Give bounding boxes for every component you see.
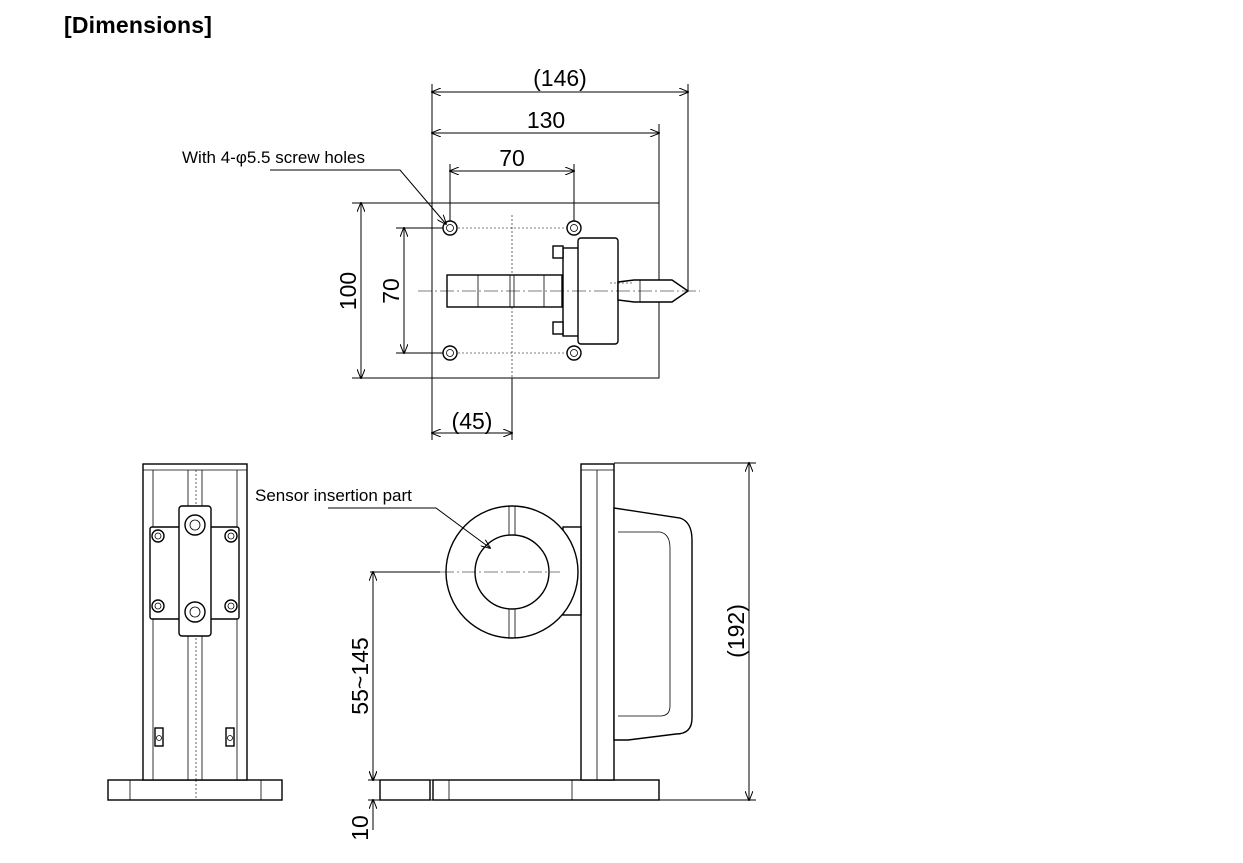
side-view: Sensor insertion part 55~145 10 (192)	[255, 463, 756, 841]
dim-offset: (45)	[452, 408, 493, 434]
top-column	[562, 247, 580, 337]
screw-hole	[151, 529, 165, 543]
front-view	[107, 463, 283, 801]
screw-hole	[442, 345, 458, 361]
front-base	[107, 779, 283, 801]
screw-hole	[566, 345, 582, 361]
bolt-head	[184, 514, 206, 536]
front-slider	[178, 505, 212, 637]
dim-overall: (146)	[533, 65, 587, 91]
top-view: (146) 130 70 With 4-φ5.5 screw holes 100…	[182, 65, 700, 440]
page-title: [Dimensions]	[64, 12, 213, 38]
screw-hole	[566, 220, 582, 236]
screw-hole	[224, 529, 238, 543]
note-screw-holes: With 4-φ5.5 screw holes	[182, 148, 365, 167]
side-handle	[613, 507, 693, 741]
dim-base: 10	[347, 815, 373, 841]
screw-hole	[151, 599, 165, 613]
dim-hole-spacing-y: 70	[378, 278, 404, 304]
screw-hole	[224, 599, 238, 613]
bolt-head	[184, 601, 206, 623]
side-base-left	[379, 779, 431, 801]
dim-hole-spacing-x: 70	[499, 145, 525, 171]
dim-height: (192)	[723, 604, 749, 658]
note-sensor-insertion: Sensor insertion part	[255, 486, 412, 505]
leader-screw-holes	[270, 169, 446, 224]
dim-plate-width: 130	[527, 107, 565, 133]
side-column	[580, 463, 615, 781]
side-base	[432, 779, 660, 801]
dim-plate-height: 100	[335, 272, 361, 310]
dim-range: 55~145	[347, 637, 373, 714]
leader-sensor	[328, 507, 490, 548]
